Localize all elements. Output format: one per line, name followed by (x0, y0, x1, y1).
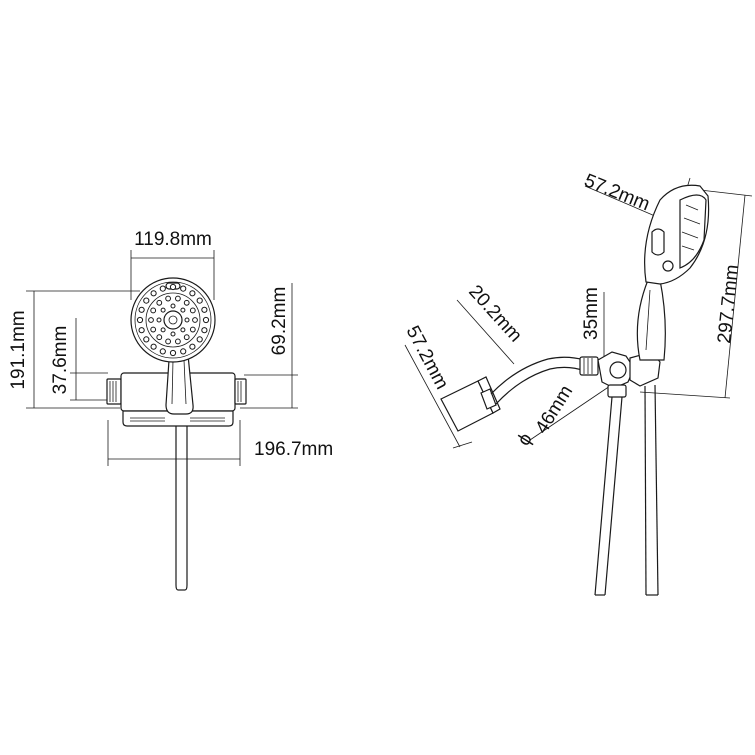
nozzle-hole (170, 331, 176, 337)
dim-bracket-width: 196.7mm (107, 420, 333, 466)
nozzle-hole (183, 299, 190, 306)
nozzle-hole (202, 316, 210, 324)
nozzle-hole (138, 327, 145, 334)
nozzle-hole (165, 338, 172, 345)
front-shower-head (130, 277, 216, 363)
dim-head-drop: 69.2mm (240, 283, 298, 409)
nozzle-hole (175, 338, 181, 345)
label-head-drop: 69.2mm (269, 287, 290, 356)
label-holder-height: 35mm (581, 287, 602, 340)
nozzle-hole (156, 299, 163, 306)
nozzle-hole (180, 327, 186, 333)
nozzle-hole (201, 306, 208, 313)
nozzle-hole (169, 349, 177, 357)
nozzle-hole (189, 326, 196, 333)
nozzle-hole (143, 297, 150, 304)
nozzle-hole (184, 317, 190, 323)
side-wall-flange (440, 376, 501, 432)
nozzle-hole (159, 348, 166, 355)
nozzle-hole (143, 336, 150, 343)
nozzle-hole (180, 348, 187, 355)
nozzle-hole (150, 307, 157, 314)
label-arm-offset: 20.2mm (464, 281, 526, 346)
nozzle-hole (150, 290, 157, 297)
label-flange-diameter: 57.2mm (402, 322, 453, 392)
label-head-width: 119.8mm (134, 229, 212, 250)
nozzle-hole (183, 334, 190, 341)
front-hose (175, 418, 188, 591)
dim-hose-diameter: ϕ 46mm (513, 382, 611, 450)
label-bracket-width: 196.7mm (254, 439, 333, 460)
nozzle-hole (138, 306, 145, 313)
nozzle-hole (165, 295, 172, 302)
nozzle-hole (156, 317, 162, 323)
nozzle-hole (160, 307, 166, 313)
nozzle-hole (148, 317, 154, 323)
nozzle-hole (156, 334, 163, 341)
dim-arm-offset: 20.2mm (456, 281, 526, 365)
label-hose-diameter: 46mm (531, 382, 577, 438)
nozzle-hole (196, 297, 203, 304)
nozzle-hole (201, 327, 208, 334)
nozzle-hole (170, 303, 176, 309)
nozzle-hole (150, 343, 157, 350)
nozzle-hole (160, 327, 166, 333)
label-bracket-height: 37.6mm (50, 326, 71, 395)
nozzle-hole (159, 285, 166, 292)
dim-overall-height: 191.1mm (8, 290, 140, 409)
side-holder (597, 351, 661, 398)
nozzle-hole (189, 307, 196, 314)
nozzle-hole (192, 317, 198, 323)
side-view: 57.2mm 297.7mm 20.2mm 57.2mm 35mm (402, 170, 753, 596)
side-shower-handle (636, 184, 710, 361)
nozzle-hole (175, 295, 181, 302)
dim-bracket-height: 37.6mm (50, 318, 108, 401)
nozzle-hole (180, 285, 187, 292)
label-overall-length: 297.7mm (714, 264, 743, 345)
label-diameter-symbol: ϕ (513, 429, 536, 449)
label-overall-height: 191.1mm (8, 310, 29, 389)
nozzle-pattern (136, 283, 210, 357)
front-view: 119.8mm 191.1mm 37.6mm 69.2mm (8, 229, 333, 591)
nozzle-hole (196, 336, 203, 343)
nozzle-hole (136, 316, 144, 324)
side-shower-arm (490, 356, 599, 405)
nozzle-hole (189, 343, 196, 350)
nozzle-hole (169, 283, 177, 291)
dim-head-width: 119.8mm (130, 229, 215, 300)
nozzle-hole (180, 307, 186, 313)
nozzle-hole (150, 326, 157, 333)
nozzle-hole (189, 290, 196, 297)
label-head-depth: 57.2mm (581, 170, 653, 215)
side-hose (594, 384, 659, 596)
